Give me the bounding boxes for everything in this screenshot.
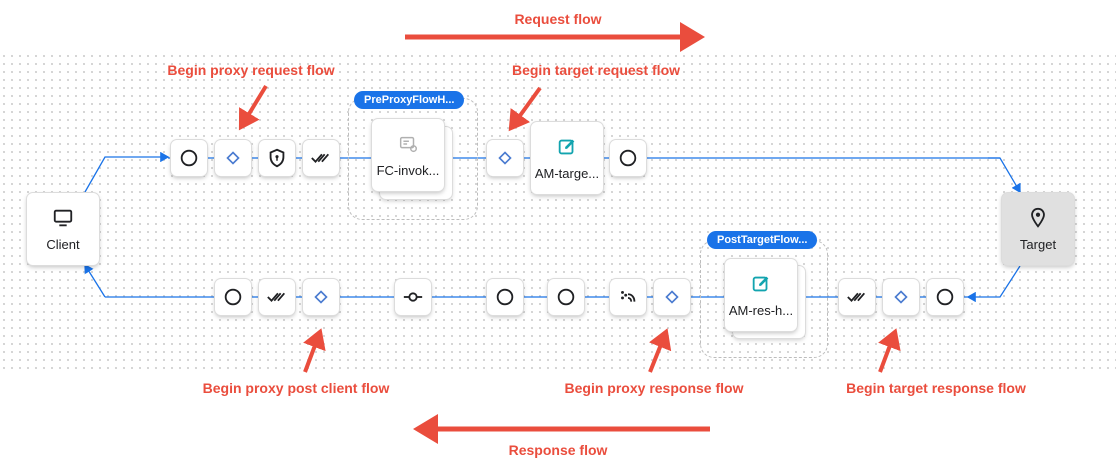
proxy-post-client-start-node[interactable] <box>303 279 339 315</box>
circle-icon <box>557 288 575 306</box>
commit-icon <box>403 292 423 302</box>
flow-canvas <box>0 52 1116 372</box>
verify-node[interactable] <box>303 140 339 176</box>
double-check-icon <box>311 153 330 164</box>
annotation-begin-proxy-post-client: Begin proxy post client flow <box>202 380 390 396</box>
policy-fc-invoke[interactable]: FC-invok... <box>372 119 444 191</box>
diamond-icon <box>314 290 328 304</box>
target-endpoint[interactable]: Target <box>1002 193 1074 265</box>
step-node[interactable] <box>215 279 251 315</box>
diamond-icon <box>665 290 679 304</box>
location-pin-icon <box>1031 207 1045 228</box>
double-check-icon <box>847 292 866 303</box>
diamond-icon <box>226 151 240 165</box>
post-target-flow-pill[interactable]: PostTargetFlow... <box>707 231 818 249</box>
policy-am-res[interactable]: AM-res-h... <box>725 259 797 331</box>
annotation-begin-target-response: Begin target response flow <box>846 380 1026 396</box>
pre-proxy-flow-pill[interactable]: PreProxyFlowH... <box>354 91 465 109</box>
step-node[interactable] <box>171 140 207 176</box>
step-node[interactable] <box>610 140 646 176</box>
edit-icon <box>558 139 575 154</box>
diamond-icon <box>894 290 908 304</box>
circle-icon <box>496 288 514 306</box>
step-node[interactable] <box>927 279 963 315</box>
extension-icon <box>621 290 636 302</box>
circle-icon <box>180 149 198 167</box>
request-flow-label: Request flow <box>514 11 602 27</box>
circle-icon <box>936 288 954 306</box>
annotation-begin-proxy-request: Begin proxy request flow <box>167 62 335 78</box>
client-endpoint[interactable]: Client <box>27 193 99 265</box>
step-node[interactable] <box>487 279 523 315</box>
policy-am-target[interactable]: AM-targe... <box>531 122 603 194</box>
security-node[interactable] <box>259 140 295 176</box>
policy-am-target-label: AM-targe... <box>534 165 600 181</box>
circle-icon <box>619 149 637 167</box>
edit-icon <box>752 276 769 291</box>
invoke-icon <box>399 136 417 152</box>
target-response-start-node[interactable] <box>883 279 919 315</box>
verify-node[interactable] <box>259 279 295 315</box>
extension-node[interactable] <box>610 279 646 315</box>
response-flow-label: Response flow <box>508 442 608 458</box>
target-label: Target <box>1019 236 1057 252</box>
commit-node[interactable] <box>395 279 431 315</box>
circle-icon <box>224 288 242 306</box>
target-request-start-node[interactable] <box>487 140 523 176</box>
verify-node[interactable] <box>839 279 875 315</box>
annotation-begin-target-request: Begin target request flow <box>511 62 681 78</box>
monitor-icon <box>53 209 73 226</box>
annotation-begin-proxy-response: Begin proxy response flow <box>564 380 744 396</box>
proxy-request-start-node[interactable] <box>215 140 251 176</box>
client-label: Client <box>46 236 80 252</box>
diamond-icon <box>498 151 512 165</box>
proxy-response-start-node[interactable] <box>654 279 690 315</box>
step-node[interactable] <box>548 279 584 315</box>
policy-fc-invoke-label: FC-invok... <box>376 162 440 178</box>
double-check-icon <box>267 292 286 303</box>
policy-am-res-label: AM-res-h... <box>728 302 794 318</box>
shield-icon <box>269 148 285 168</box>
